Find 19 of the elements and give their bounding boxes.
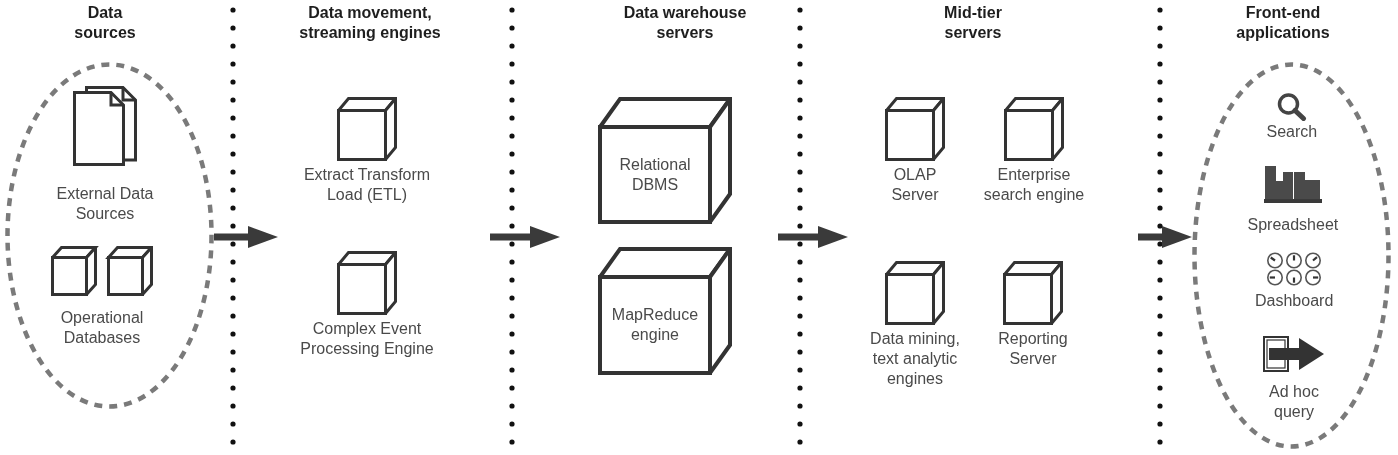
- node-label: Search: [1266, 122, 1318, 142]
- node-label: MapReduce engine: [610, 305, 700, 345]
- node-label: Data mining, text analytic engines: [869, 329, 961, 389]
- node-label: Enterprise search engine: [982, 165, 1086, 205]
- column-heading: Mid-tier servers: [943, 3, 1003, 43]
- node-label: Ad hoc query: [1268, 382, 1320, 422]
- node-label: Relational DBMS: [618, 154, 692, 195]
- node-label: Extract Transform Load (ETL): [302, 165, 432, 205]
- node-label: External Data Sources: [55, 184, 155, 224]
- node-label: Complex Event Processing Engine: [299, 319, 435, 359]
- node-label: Spreadsheet: [1247, 215, 1339, 235]
- column-heading: Data sources: [73, 3, 137, 43]
- node-label: Operational Databases: [59, 308, 145, 348]
- node-label: OLAP Server: [890, 165, 940, 205]
- column-heading: Front-end applications: [1235, 3, 1331, 43]
- node-label: Dashboard: [1255, 291, 1334, 311]
- column-heading: Data warehouse servers: [622, 3, 748, 43]
- node-label: Reporting Server: [997, 329, 1069, 369]
- column-heading: Data movement, streaming engines: [298, 3, 442, 43]
